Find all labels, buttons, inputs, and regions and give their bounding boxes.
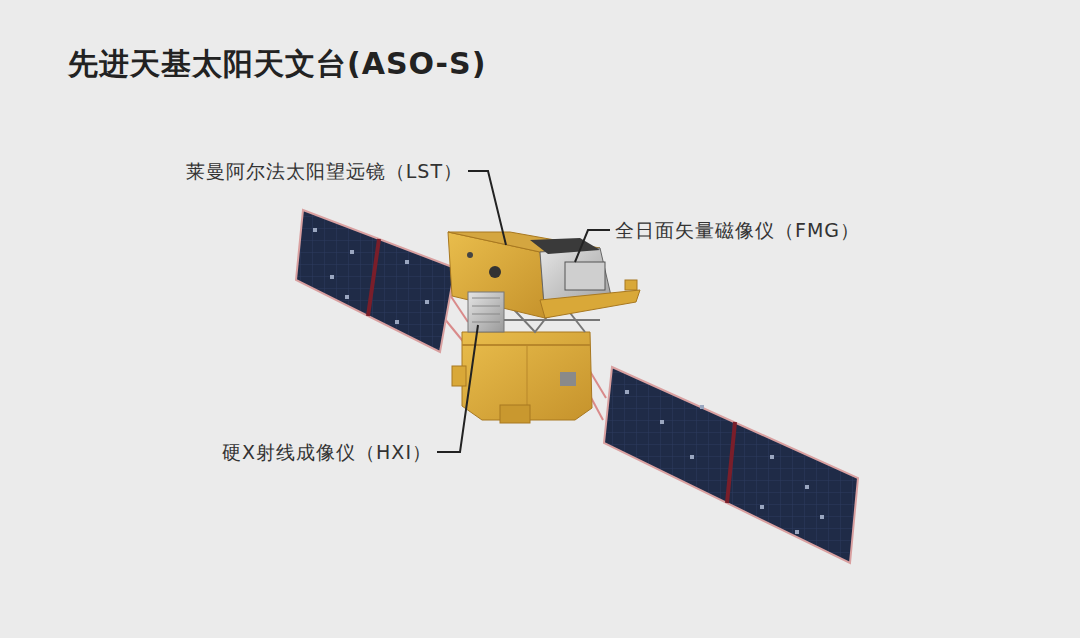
left-solar-array bbox=[296, 210, 455, 352]
part-label: 硬X射线成像仪（HXI） bbox=[222, 439, 432, 465]
title: 先进天基太阳天文台(ASO-S) bbox=[68, 44, 486, 84]
label-holder: 莱曼阿尔法太阳望远镜（LST） bbox=[186, 158, 463, 184]
service-module bbox=[452, 332, 592, 423]
label-holder: 全日面矢量磁像仪（FMG） bbox=[615, 217, 860, 243]
leader-line bbox=[437, 171, 610, 452]
part-label: 莱曼阿尔法太阳望远镜（LST） bbox=[186, 158, 463, 184]
right-solar-array bbox=[604, 367, 858, 563]
label-holder: 硬X射线成像仪（HXI） bbox=[222, 439, 432, 465]
payload-module bbox=[448, 232, 640, 332]
title-holder: 先进天基太阳天文台(ASO-S) bbox=[68, 44, 486, 84]
part-label: 全日面矢量磁像仪（FMG） bbox=[615, 217, 860, 243]
